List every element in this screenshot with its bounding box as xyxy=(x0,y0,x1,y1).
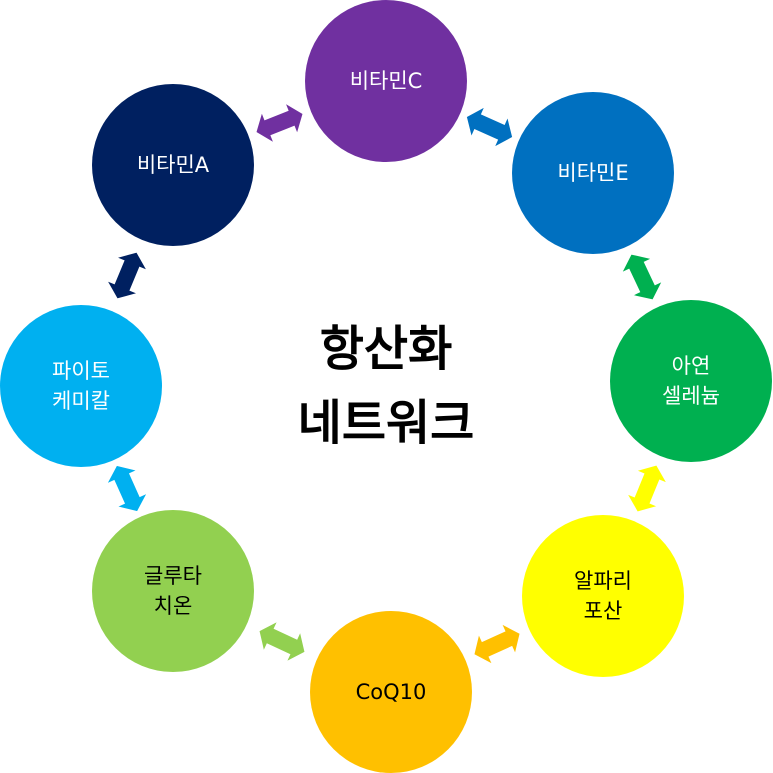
node-vitamin-a: 비타민A xyxy=(92,84,254,246)
double-arrow-connector xyxy=(103,250,151,301)
node-label-line: 아연 xyxy=(671,354,711,378)
node-label-line: 포산 xyxy=(583,599,623,623)
double-arrow-connector xyxy=(464,103,515,151)
double-arrow-connector xyxy=(472,620,522,668)
node-label-line: 파이토 xyxy=(52,359,110,383)
title-line-1: 항산화 xyxy=(319,321,453,377)
double-arrow-connector xyxy=(623,463,671,514)
node-label-line: 비타민C xyxy=(349,69,423,93)
node-label-line: 알파리 xyxy=(574,569,632,593)
node-label-line: 케미칼 xyxy=(52,389,110,413)
node-label-line: 글루타 xyxy=(144,564,202,588)
double-arrow-connector xyxy=(254,99,305,147)
double-arrow-connector xyxy=(618,252,666,302)
title-line-2: 네트워크 xyxy=(297,395,475,451)
node-label-line: 비타민A xyxy=(136,153,210,177)
double-arrow-connector xyxy=(103,463,151,514)
double-arrow-connector xyxy=(257,617,307,666)
diagram-title: 항산화 네트워크 xyxy=(236,312,536,460)
node-label-line: 셀레늄 xyxy=(662,384,720,408)
node-label-line: CoQ10 xyxy=(355,680,427,704)
node-label-line: 치온 xyxy=(153,594,193,618)
node-coq10: CoQ10 xyxy=(310,611,472,773)
node-vitamin-c: 비타민C xyxy=(305,0,467,162)
node-vitamin-e: 비타민E xyxy=(512,92,674,254)
node-label-line: 비타민E xyxy=(557,161,629,185)
